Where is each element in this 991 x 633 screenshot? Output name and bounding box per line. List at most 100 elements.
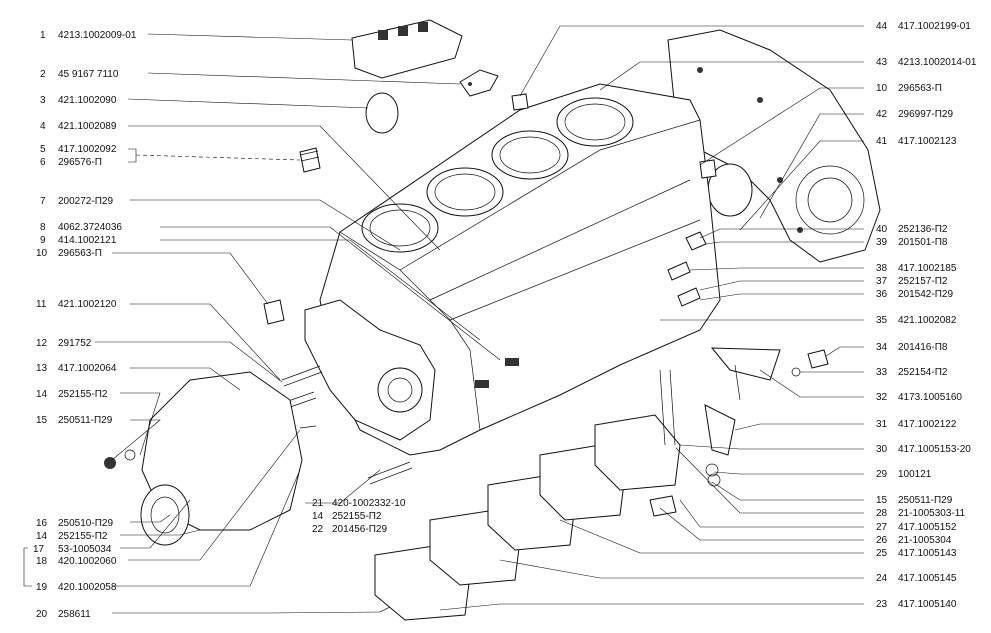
callout-code: 296563-П bbox=[898, 83, 942, 94]
callout-code: 201416-П8 bbox=[898, 342, 948, 353]
callout-code: 417.1002064 bbox=[58, 363, 117, 374]
callout-num: 5 bbox=[40, 144, 46, 155]
callout-code: 252154-П2 bbox=[898, 367, 948, 378]
callout-code: 296997-П29 bbox=[898, 109, 953, 120]
callout-code: 4213.1002014-01 bbox=[898, 57, 977, 68]
callout-num: 11 bbox=[36, 299, 47, 310]
callout-code: 420.1002058 bbox=[58, 582, 117, 593]
callout-num: 14 bbox=[312, 511, 324, 522]
callout-code: 4213.1002009-01 bbox=[58, 30, 137, 41]
timing-cover bbox=[104, 371, 303, 546]
callout-code: 420-1002332-10 bbox=[332, 498, 406, 509]
callout-code: 417.1002123 bbox=[898, 136, 957, 147]
cylinder-block bbox=[304, 83, 721, 456]
callout-num: 15 bbox=[36, 415, 48, 426]
callout-num: 10 bbox=[36, 248, 48, 259]
callout-code: 417.1005143 bbox=[898, 548, 957, 559]
callout-code: 417.1005140 bbox=[898, 599, 957, 610]
callout-num: 9 bbox=[40, 235, 46, 246]
main-bearing-caps bbox=[374, 347, 829, 621]
callout-code: 252155-П2 bbox=[58, 389, 108, 400]
callout-num: 39 bbox=[876, 237, 888, 248]
callout-num: 2 bbox=[40, 69, 46, 80]
callout-num: 8 bbox=[40, 222, 46, 233]
callout-code: 417.1005145 bbox=[898, 573, 957, 584]
labels-right: 44 417.1002199-01 43 4213.1002014-01 10 … bbox=[876, 21, 977, 610]
callout-num: 31 bbox=[876, 419, 888, 430]
callout-code: 21-1005304 bbox=[898, 535, 952, 546]
callout-num: 27 bbox=[876, 522, 888, 533]
callout-num: 40 bbox=[876, 224, 888, 235]
callout-num: 41 bbox=[876, 136, 888, 147]
callout-code: 252155-П2 bbox=[58, 531, 108, 542]
callout-code: 417.1002092 bbox=[58, 144, 117, 155]
callout-num: 44 bbox=[876, 21, 888, 32]
callout-num: 32 bbox=[876, 392, 888, 403]
callout-num: 30 bbox=[876, 444, 888, 455]
callout-num: 10 bbox=[876, 83, 888, 94]
callout-num: 28 bbox=[876, 508, 888, 519]
callout-num: 37 bbox=[876, 276, 888, 287]
callout-num: 19 bbox=[36, 582, 48, 593]
callout-code: 420.1002060 bbox=[58, 556, 117, 567]
callout-code: 421.1002089 bbox=[58, 121, 117, 132]
callout-code: 421.1002120 bbox=[58, 299, 117, 310]
callout-num: 15 bbox=[876, 495, 888, 506]
callout-code: 252155-П2 bbox=[332, 511, 382, 522]
callout-code: 417.1005153-20 bbox=[898, 444, 971, 455]
callout-num: 13 bbox=[36, 363, 48, 374]
callout-num: 14 bbox=[36, 531, 48, 542]
labels-left: 1 4213.1002009-01 2 45 9167 7110 3 421.1… bbox=[33, 30, 137, 620]
callout-num: 25 bbox=[876, 548, 888, 559]
callout-num: 6 bbox=[40, 157, 46, 168]
callout-code: 417.1005152 bbox=[898, 522, 957, 533]
callout-num: 1 bbox=[40, 30, 46, 41]
callout-code: 252157-П2 bbox=[898, 276, 948, 287]
callout-code: 201456-П29 bbox=[332, 524, 387, 535]
callout-num: 21 bbox=[312, 498, 324, 509]
callout-code: 21-1005303-11 bbox=[898, 508, 966, 519]
callout-num: 36 bbox=[876, 289, 888, 300]
callout-code: 100121 bbox=[898, 469, 932, 480]
callout-code: 296576-П bbox=[58, 157, 102, 168]
callout-code: 414.1002121 bbox=[58, 235, 117, 246]
callout-num: 43 bbox=[876, 57, 888, 68]
callout-code: 4062.3724036 bbox=[58, 222, 122, 233]
callout-num: 4 bbox=[40, 121, 46, 132]
callout-num: 29 bbox=[876, 469, 888, 480]
callout-code: 250510-П29 bbox=[58, 518, 113, 529]
callout-num: 35 bbox=[876, 315, 888, 326]
callout-code: 250511-П29 bbox=[898, 495, 953, 506]
callout-num: 16 bbox=[36, 518, 48, 529]
callout-code: 296563-П bbox=[58, 248, 102, 259]
callout-code: 4173.1005160 bbox=[898, 392, 962, 403]
callout-num: 23 bbox=[876, 599, 888, 610]
callout-num: 22 bbox=[312, 524, 324, 535]
callout-num: 7 bbox=[40, 196, 46, 207]
callout-num: 17 bbox=[33, 544, 45, 555]
callout-code: 53-1005034 bbox=[58, 544, 112, 555]
callout-num: 14 bbox=[36, 389, 48, 400]
labels-center: 21 420-1002332-10 14 252155-П2 22 201456… bbox=[312, 498, 406, 535]
callout-num: 42 bbox=[876, 109, 888, 120]
callout-code: 45 9167 7110 bbox=[58, 69, 119, 80]
callout-num: 33 bbox=[876, 367, 888, 378]
callout-code: 417.1002199-01 bbox=[898, 21, 971, 32]
callout-code: 258611 bbox=[58, 609, 91, 620]
callout-code: 421.1002082 bbox=[898, 315, 957, 326]
callout-code: 250511-П29 bbox=[58, 415, 113, 426]
callout-code: 417.1002185 bbox=[898, 263, 957, 274]
callout-num: 38 bbox=[876, 263, 888, 274]
callout-num: 3 bbox=[40, 95, 46, 106]
callout-code: 200272-П29 bbox=[58, 196, 113, 207]
parts-small bbox=[263, 19, 717, 613]
callout-code: 201501-П8 bbox=[898, 237, 948, 248]
callout-num: 18 bbox=[36, 556, 48, 567]
callout-num: 26 bbox=[876, 535, 888, 546]
callout-code: 201542-П29 bbox=[898, 289, 953, 300]
callout-num: 12 bbox=[36, 338, 48, 349]
callout-num: 24 bbox=[876, 573, 888, 584]
leader-lines bbox=[23, 25, 864, 614]
